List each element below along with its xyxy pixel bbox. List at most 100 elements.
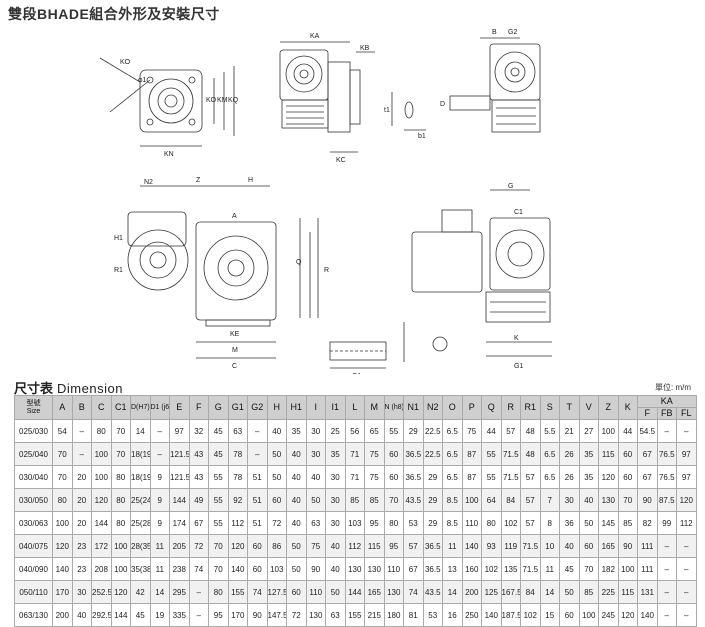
table-cell: 84 <box>520 580 541 604</box>
table-cell: – <box>676 419 697 443</box>
table-header-cell: V <box>578 395 599 420</box>
table-cell: 30 <box>71 580 92 604</box>
drawing-label-h1: H1 <box>114 235 123 242</box>
table-cell: 252.5 <box>91 580 112 604</box>
table-cell: 19 <box>149 603 170 627</box>
table-cell: 5.5 <box>539 419 560 443</box>
table-size-cell: 050/110 <box>14 580 53 604</box>
table-cell: 11 <box>539 557 560 581</box>
table-cell: 30 <box>325 488 346 512</box>
table-header-cell: N (h8) <box>383 395 404 420</box>
table-cell: 25 <box>325 419 346 443</box>
table-row: 030/04070201008018(19)9121.5435578515040… <box>14 465 697 489</box>
dimension-heading-en: Dimension <box>57 381 123 396</box>
table-cell: – <box>71 419 92 443</box>
table-cell: 99 <box>656 511 677 535</box>
table-cell: 55 <box>383 419 404 443</box>
table-cell: – <box>676 580 697 604</box>
table-cell: 74 <box>403 580 424 604</box>
table-cell: 35 <box>325 442 346 466</box>
table-cell: 40 <box>325 557 346 581</box>
table-cell: 43 <box>188 442 209 466</box>
table-header-cell: I1 <box>325 395 346 420</box>
table-cell: 45 <box>559 557 580 581</box>
table-cell: 90 <box>617 534 638 558</box>
table-cell: 100 <box>91 442 112 466</box>
table-cell: 335 <box>169 603 190 627</box>
table-cell: 182 <box>598 557 619 581</box>
table-cell: 120 <box>52 534 73 558</box>
table-header-cell: G1 <box>227 395 248 420</box>
table-cell: 100 <box>110 534 131 558</box>
table-cell: 36.5 <box>403 465 424 489</box>
table-cell: 56 <box>344 419 365 443</box>
table-cell: 87 <box>461 465 482 489</box>
table-cell: 60 <box>266 488 287 512</box>
drawing-label-q: Q <box>296 259 302 266</box>
table-header-cell: H <box>266 395 287 420</box>
table-cell: 50 <box>286 534 307 558</box>
table-cell: 93 <box>481 534 502 558</box>
table-cell: 60 <box>247 534 268 558</box>
table-header-cell: D(H7) <box>130 395 151 420</box>
table-cell: 14 <box>130 419 151 443</box>
drawing-label-n2: N2 <box>144 179 153 186</box>
table-cell: 85 <box>364 488 385 512</box>
table-cell: 14 <box>149 580 170 604</box>
table-cell: 102 <box>520 603 541 627</box>
table-cell: 103 <box>266 557 287 581</box>
table-cell: 130 <box>598 488 619 512</box>
table-cell: 65 <box>364 419 385 443</box>
table-cell: 95 <box>383 534 404 558</box>
table-cell: 40 <box>305 465 326 489</box>
table-header-cell: H1 <box>286 395 307 420</box>
table-header-cell: S <box>539 395 560 420</box>
table-cell: 42 <box>130 580 151 604</box>
table-cell: 155 <box>227 580 248 604</box>
table-cell: 140 <box>637 603 658 627</box>
table-cell: 63 <box>305 511 326 535</box>
table-cell: 35 <box>578 442 599 466</box>
table-cell: 130 <box>344 557 365 581</box>
table-cell: 30 <box>305 442 326 466</box>
table-cell: 245 <box>598 603 619 627</box>
table-cell: 50 <box>578 511 599 535</box>
table-cell: 120 <box>617 603 638 627</box>
table-cell: 50 <box>325 580 346 604</box>
table-cell: 67 <box>637 442 658 466</box>
table-cell: 36.5 <box>422 534 443 558</box>
table-cell: 120 <box>676 488 697 512</box>
dimension-drawings: KO φ1 KO KM KQ KN KA KB KC t1 b1 B G2 D … <box>0 22 705 374</box>
table-cell: 54.5 <box>637 419 658 443</box>
table-cell: 57 <box>520 465 541 489</box>
drawing-label-g: G <box>508 183 513 190</box>
table-cell: 100 <box>110 557 131 581</box>
drawing-label-r: R <box>324 267 329 274</box>
table-cell: 67 <box>637 465 658 489</box>
table-cell: 51 <box>247 488 268 512</box>
table-cell: 70 <box>52 465 73 489</box>
table-cell: 103 <box>344 511 365 535</box>
table-cell: 140 <box>481 603 502 627</box>
table-cell: 60 <box>383 465 404 489</box>
table-cell: 50 <box>286 557 307 581</box>
table-cell: 90 <box>305 557 326 581</box>
table-cell: 76.5 <box>656 465 677 489</box>
table-row: 030/063100201448025(28)91746755112517240… <box>14 511 697 535</box>
table-size-cell: 063/130 <box>14 603 53 627</box>
table-cell: 45 <box>208 442 229 466</box>
table-cell: 112 <box>344 534 365 558</box>
table-cell: 27 <box>578 419 599 443</box>
table-cell: 70 <box>52 442 73 466</box>
table-cell: 165 <box>364 580 385 604</box>
table-header-cell: E <box>169 395 190 420</box>
table-cell: 55 <box>208 511 229 535</box>
table-cell: 36.5 <box>422 557 443 581</box>
table-cell: 40 <box>578 488 599 512</box>
table-cell: 127.5 <box>266 580 287 604</box>
table-cell: 102 <box>481 557 502 581</box>
table-cell: 70 <box>110 419 131 443</box>
